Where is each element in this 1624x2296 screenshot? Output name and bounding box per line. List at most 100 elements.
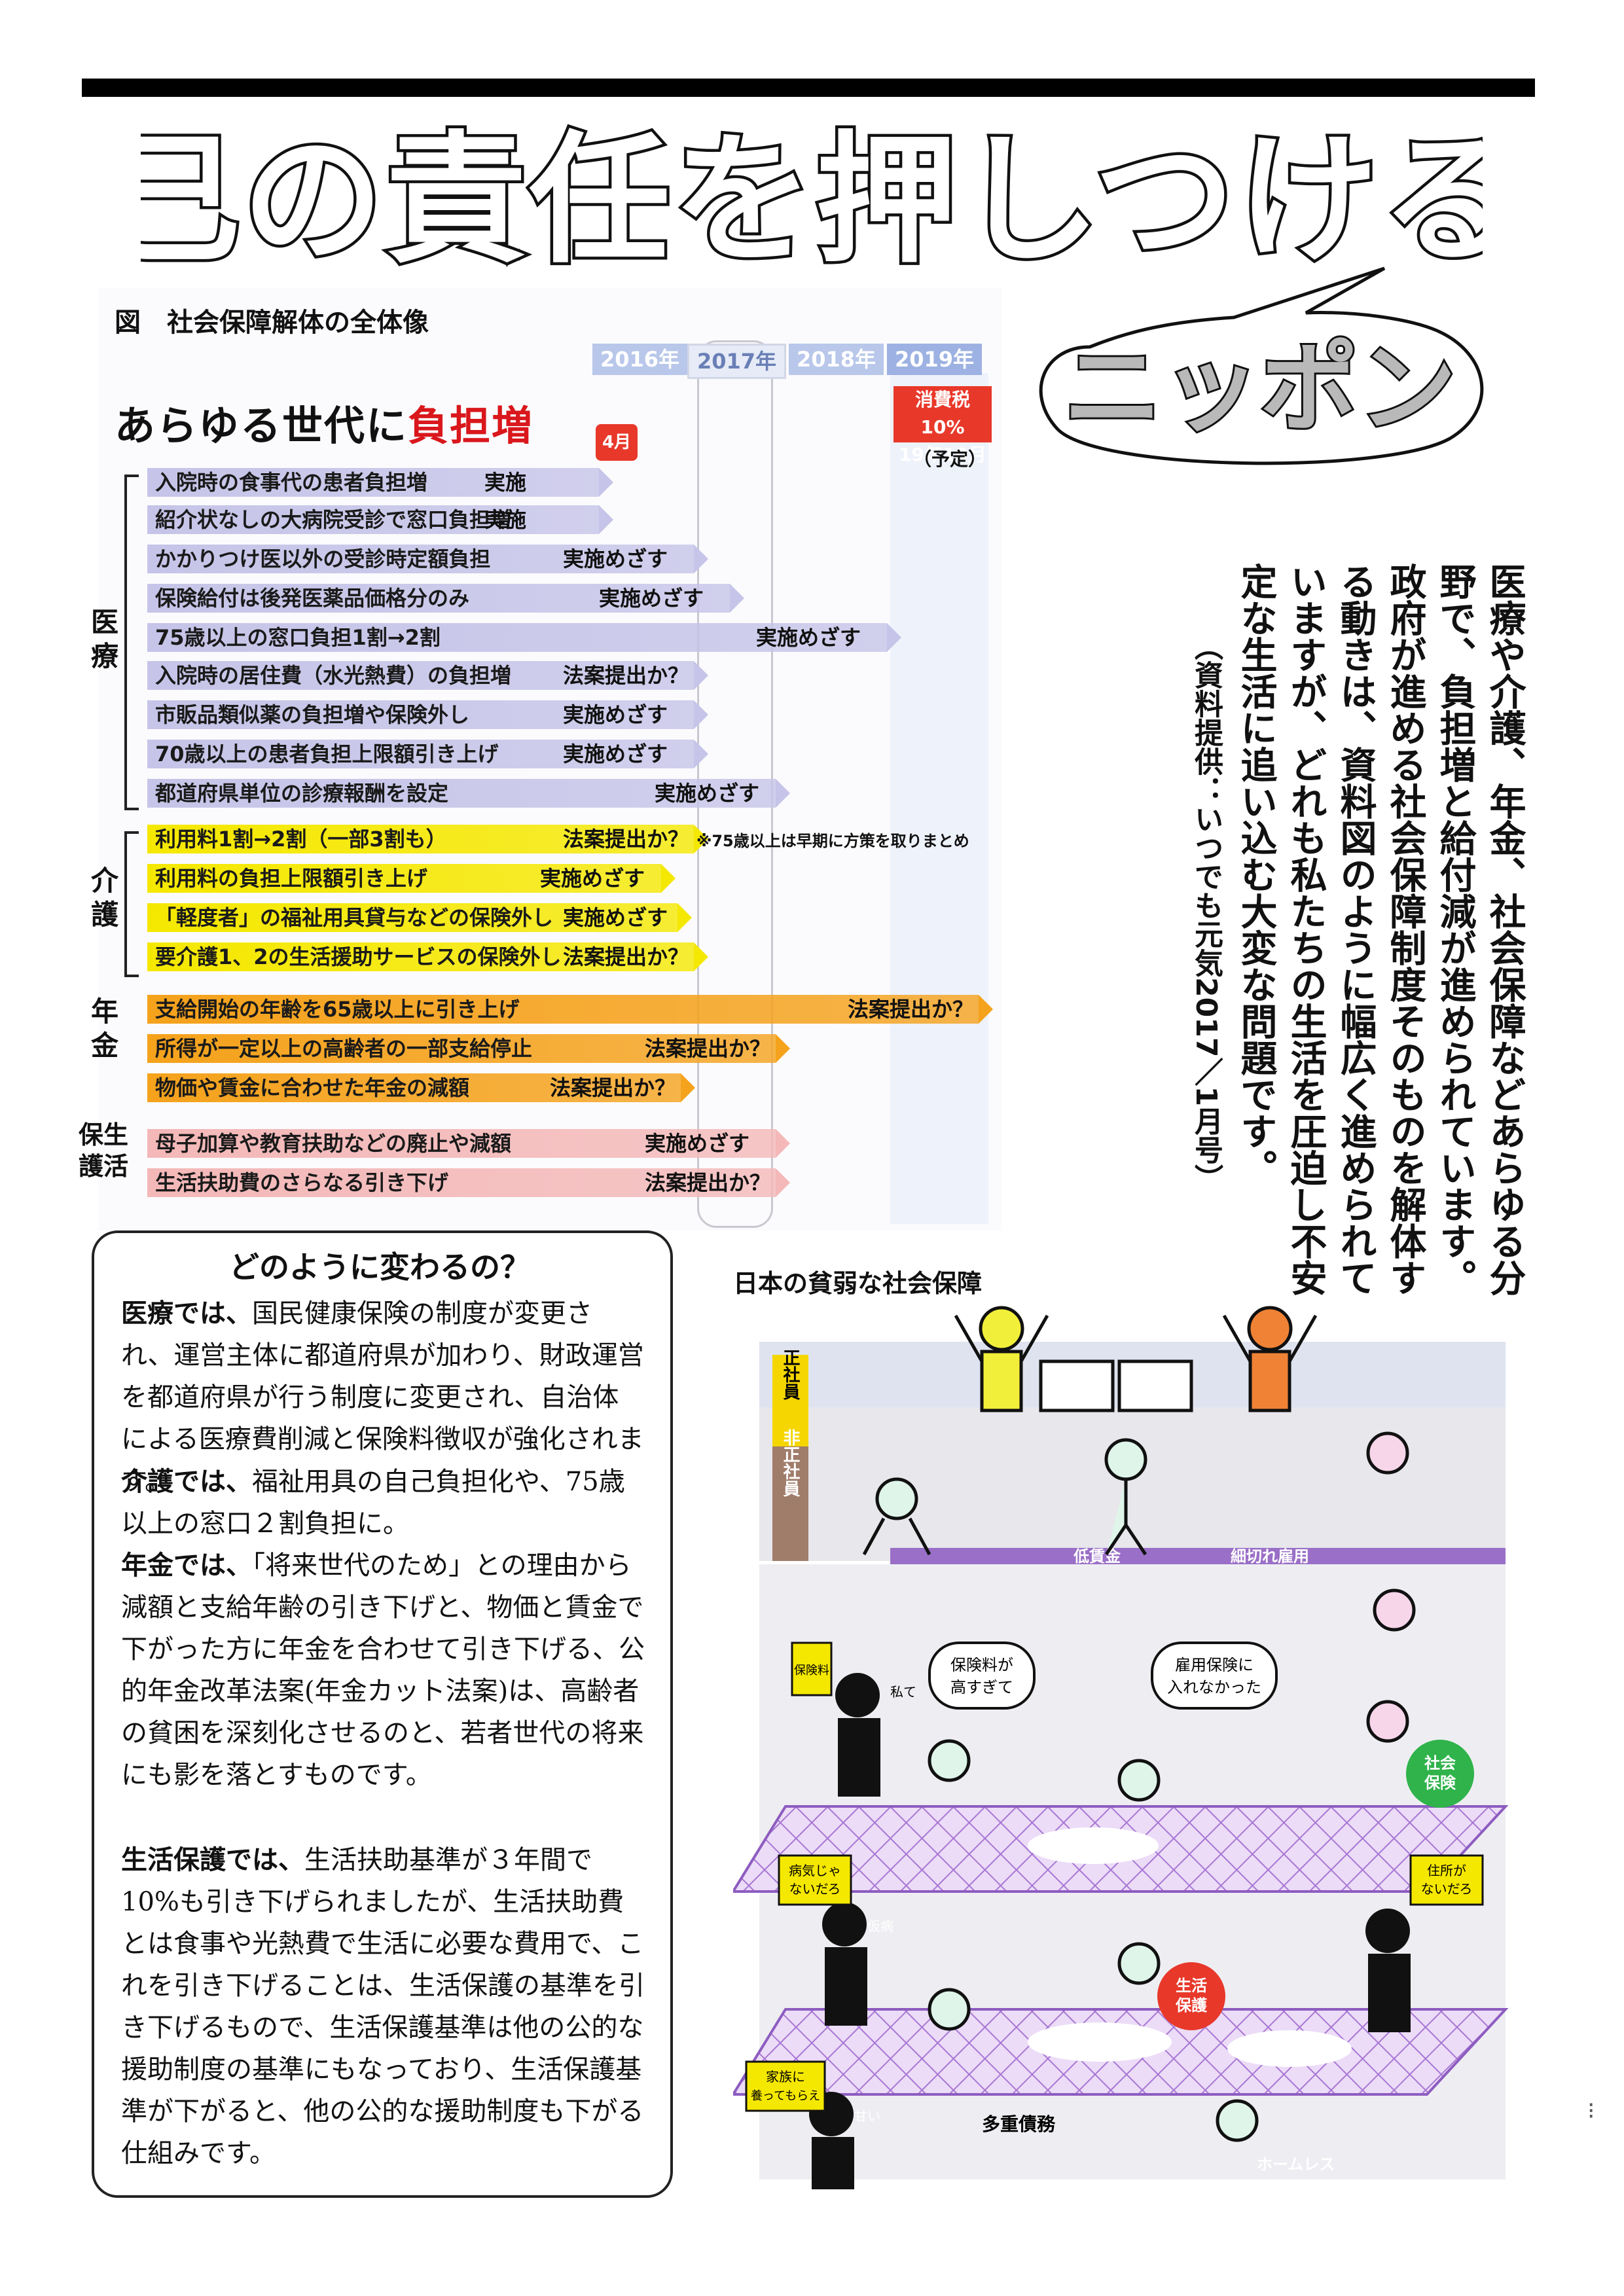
- burden-label: 利用料の負担上限額引き上げ: [155, 866, 428, 891]
- group-seiho: 保生護活: [79, 1121, 129, 1181]
- para-iryo: 医療では、国民健康保険の制度が変更され、運営主体に都道府県が加わり、財政運営を都…: [121, 1293, 645, 1502]
- burden-bar: [147, 505, 599, 534]
- burden-status: 実施めざす: [563, 547, 668, 571]
- burden-bar: [147, 740, 694, 768]
- burden-bar: [147, 1168, 776, 1197]
- sign-jusho-line2: ないだろ: [1421, 1881, 1473, 1897]
- burden-label: 保険給付は後発医薬品価格分のみ: [155, 586, 470, 611]
- para-nenkin-head: 年金では、: [121, 1551, 252, 1581]
- para-nenkin: 年金では、「将来世代のため」との理由から減額と支給年齢の引き下げと、物価と賃金で…: [121, 1545, 645, 1796]
- burden-status: 法案提出か？: [563, 663, 689, 688]
- officials-black: [809, 1673, 1411, 2189]
- burden-arrow: [776, 1129, 790, 1158]
- label-gire: 細切れ雇用: [1231, 1547, 1309, 1566]
- burden-bar: [147, 1073, 681, 1102]
- hole-3: [1227, 2030, 1352, 2067]
- low-wage-bar: [890, 1548, 1506, 1565]
- burden-status: 実施: [484, 470, 527, 495]
- year-2018: 2018年: [789, 344, 884, 375]
- burden-bar: [147, 942, 694, 971]
- vertical-body-text: 医療や介護、年金、社会保障などあらゆる分野で、負担増と給付減が進められています。…: [1235, 563, 1526, 1314]
- para-iryo-head: 医療では、: [121, 1299, 252, 1329]
- burden-bar: [147, 864, 661, 893]
- hole-2: [1028, 2022, 1172, 2062]
- burden-bar: [147, 1034, 776, 1063]
- april-tag: 4月: [596, 424, 638, 461]
- burden-label: 70歳以上の患者負担上限額引き上げ: [155, 742, 499, 766]
- bubble-text: ニッポン: [1064, 332, 1456, 446]
- burden-arrow: [776, 779, 790, 808]
- sign-hokenryo: [791, 1641, 833, 1696]
- burden-label: 入院時の食事代の患者負担増: [155, 470, 428, 495]
- bubble-premium-line2: 高すぎて: [950, 1678, 1013, 1696]
- burden-arrow: [694, 825, 708, 853]
- label-seishain-bg: [772, 1355, 808, 1446]
- burden-status: 実施めざす: [645, 1131, 750, 1156]
- burden-arrow: [694, 661, 708, 690]
- illustration-title: 日本の貧弱な社会保障: [733, 1269, 983, 1298]
- label-homeless: ホームレス: [1257, 2155, 1335, 2174]
- bracket-kaigo: [124, 831, 139, 977]
- label-teichingin: 低賃金: [1073, 1547, 1121, 1566]
- burden-bar: [147, 545, 694, 573]
- speech-bubble: ニッポン: [1039, 266, 1484, 465]
- burden-arrow: [599, 468, 613, 497]
- burden-note: ※75歳以上は早期に方策を取りまとめ: [696, 832, 969, 850]
- para-iryo-body: 国民健康保険の制度が変更され、運営主体に都道府県が加わり、財政運営を都道府県が行…: [121, 1299, 644, 1496]
- bubble-premium-line1: 保険料が: [950, 1656, 1013, 1674]
- tax-tag: 消費税10% 19年10月: [893, 386, 992, 465]
- label-hiseishain: 非正社員: [780, 1429, 800, 1498]
- burden-label: 入院時の居住費（水光熱費）の負担増: [155, 663, 512, 688]
- burden-status: 実施めざす: [599, 586, 704, 611]
- burden-bar: [147, 779, 776, 808]
- burden-label: 所得が一定以上の高齢者の一部支給停止: [155, 1036, 533, 1061]
- sign-byouki-line2: ないだろ: [789, 1881, 841, 1897]
- burden-arrow: [694, 545, 708, 573]
- group-kaigo-text: 介護: [90, 865, 118, 931]
- tag-kebyou: 仮病: [867, 1918, 893, 1934]
- burden-label: かかりつけ医以外の受診時定額負担: [155, 547, 491, 571]
- hole-1: [1028, 1827, 1159, 1864]
- bracket-iryo: [124, 475, 139, 810]
- group-kaigo: 介護: [88, 864, 121, 932]
- para-kaigo: 介護では、福祉用具の自己負担化や、75歳以上の窓口２割負担に。: [121, 1461, 645, 1545]
- burden-bar: [147, 825, 694, 853]
- year-2016: 2016年: [592, 344, 687, 375]
- sign-kazoku: [745, 2060, 826, 2112]
- tag-ama: 甘い: [854, 2108, 880, 2124]
- burden-bar: [147, 995, 979, 1024]
- burden-status: 法案提出か？: [848, 997, 974, 1022]
- burden-label: 母子加算や教育扶助などの廃止や減額: [155, 1131, 512, 1156]
- burden-label: 市販品類似薬の負担増や保険外し: [155, 702, 470, 727]
- burden-label: 支給開始の年齢を65歳以上に引き上げ: [155, 997, 520, 1022]
- para-kaigo-body: 福祉用具の自己負担化や、75歳以上の窓口２割負担に。: [121, 1467, 625, 1539]
- sign-byouki: [778, 1854, 852, 1906]
- burden-arrow: [979, 995, 993, 1024]
- burden-label: 生活扶助費のさらなる引き下げ: [155, 1170, 449, 1195]
- para-seiho-head: 生活保護では、: [121, 1845, 304, 1875]
- group-nenkin-text: 年金: [90, 996, 118, 1062]
- group-iryo-text: 医療: [90, 606, 118, 672]
- para-seiho: 生活保護では、生活扶助基準が３年間で 10%も引き下げられましたが、生活扶助費と…: [121, 1839, 645, 2174]
- para-seiho-body: 生活扶助基準が３年間で 10%も引き下げられましたが、生活扶助費とは食事や光熱費…: [121, 1845, 645, 2168]
- burden-label: 物価や賃金に合わせた年金の減額: [155, 1075, 470, 1100]
- sign-byouki-line1: 病気じゃ: [789, 1863, 841, 1878]
- badge-seikatsu-hogo: [1157, 1962, 1225, 2030]
- figure-falling-middle: [928, 1739, 1259, 2142]
- burden-arrow: [694, 740, 708, 768]
- figure-seishain-yellow: [954, 1306, 1049, 1412]
- para-kaigo-head: 介護では、: [121, 1467, 252, 1497]
- burden-label: 75歳以上の窓口負担1割→2割: [155, 625, 441, 650]
- burden-arrow: [661, 864, 676, 893]
- year-2019: 2019年: [887, 344, 982, 375]
- sign-kazoku-line1: 家族に: [766, 2069, 805, 2085]
- label-seishain: 正社員: [780, 1349, 800, 1401]
- figure-falling-1: [862, 1477, 931, 1556]
- burden-bar: [147, 623, 887, 652]
- badge-seikatsu-line2: 保護: [1175, 1996, 1208, 2015]
- tag-jiko: 私て: [890, 1684, 916, 1700]
- burden-arrow: [599, 505, 613, 534]
- burden-bar: [147, 584, 730, 613]
- burden-bar: [147, 661, 694, 690]
- desk-1: [1039, 1359, 1115, 1412]
